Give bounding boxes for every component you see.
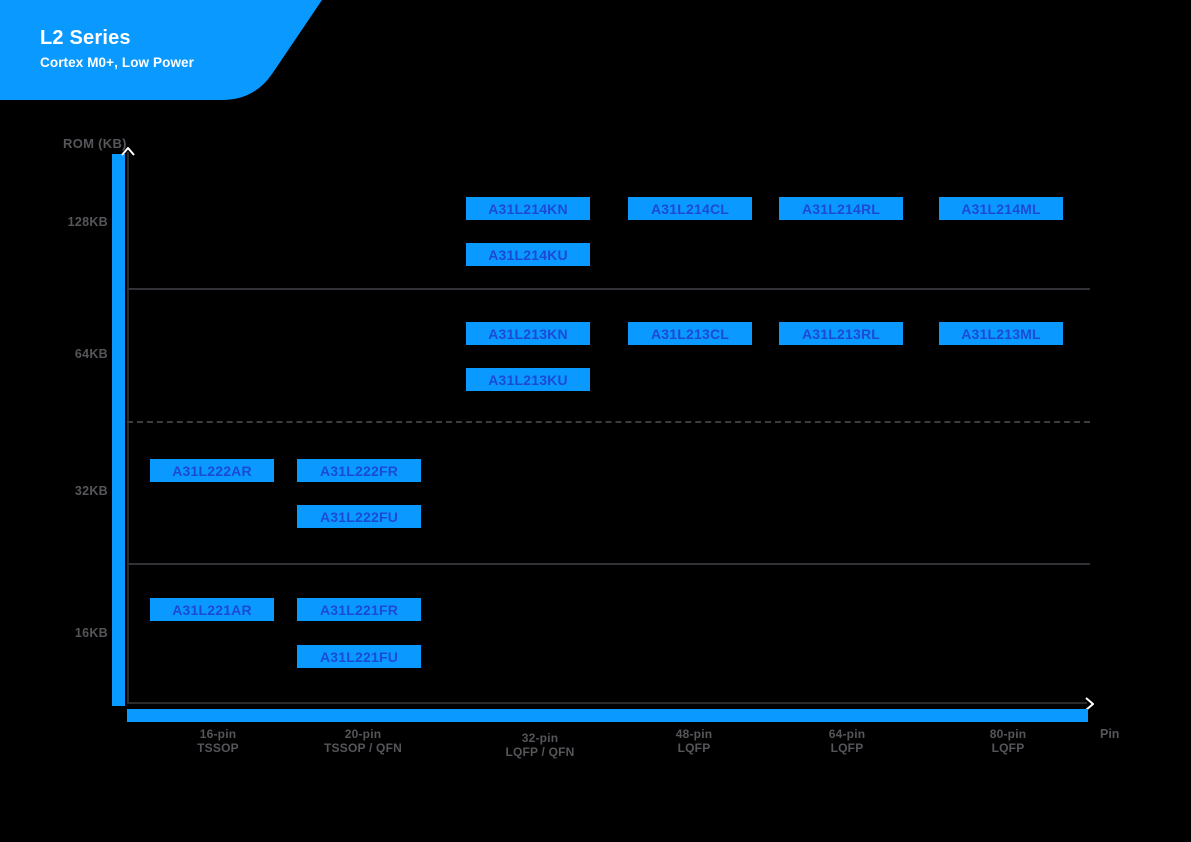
part-chip: A31L222FR [297, 459, 421, 482]
part-chip: A31L214KN [466, 197, 590, 220]
package-text: LQFP [991, 741, 1025, 755]
series-banner: L2 Series Cortex M0+, Low Power [0, 0, 340, 104]
part-chip: A31L213RL [779, 322, 903, 345]
rom-level-label: 32KB [74, 484, 108, 498]
part-chip: A31L214KU [466, 243, 590, 266]
part-chip: A31L214ML [939, 197, 1063, 220]
y-axis-bar [112, 154, 125, 706]
package-text: TSSOP / QFN [324, 741, 402, 755]
package-text: LQFP / QFN [505, 745, 575, 759]
pin-count-text: 64-pin [828, 727, 866, 741]
banner-shape [0, 0, 322, 100]
x-axis-title: Pin [1100, 727, 1120, 741]
band-separator [127, 421, 1090, 423]
pin-count-text: 20-pin [344, 727, 382, 741]
rom-level-label: 16KB [74, 626, 108, 640]
x-axis-line [127, 702, 1087, 704]
band-separator [127, 288, 1090, 290]
y-axis-line [127, 152, 129, 702]
part-chip: A31L221AR [150, 598, 274, 621]
series-title: L2 Series [40, 27, 131, 49]
part-chip: A31L213KU [466, 368, 590, 391]
y-axis-title: ROM (KB) [63, 136, 127, 151]
package-text: LQFP [830, 741, 864, 755]
part-chip: A31L221FR [297, 598, 421, 621]
rom-level-label: 64KB [74, 347, 108, 361]
rom-level-label: 128KB [67, 215, 108, 229]
x-axis-bar [127, 709, 1088, 722]
part-chip: A31L222AR [150, 459, 274, 482]
part-chip: A31L213CL [628, 322, 752, 345]
part-chip: A31L222FU [297, 505, 421, 528]
pin-count-text: 48-pin [675, 727, 713, 741]
package-text: LQFP [677, 741, 711, 755]
pin-count-text: 32-pin [521, 731, 559, 745]
pin-count-text: 80-pin [989, 727, 1027, 741]
part-chip: A31L213ML [939, 322, 1063, 345]
part-chip: A31L214RL [779, 197, 903, 220]
package-text: TSSOP [197, 741, 239, 755]
series-subtitle: Cortex M0+, Low Power [40, 55, 195, 70]
y-axis-arrow-icon [121, 147, 135, 156]
part-chip: A31L221FU [297, 645, 421, 668]
pin-count-text: 16-pin [199, 727, 237, 741]
x-axis-arrow-icon [1085, 697, 1094, 711]
band-separator [127, 563, 1090, 565]
part-chip: A31L213KN [466, 322, 590, 345]
part-chip: A31L214CL [628, 197, 752, 220]
